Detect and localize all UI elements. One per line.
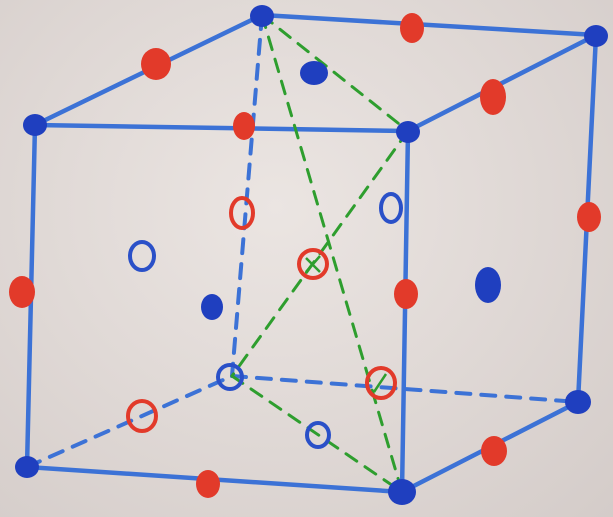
front-right-edge (399, 128, 411, 495)
face-atom (300, 61, 328, 85)
diag-backbottom-to-frontbottom (230, 374, 404, 494)
corner-atoms (15, 5, 608, 505)
edge-atom (141, 48, 171, 80)
edge-atom (481, 436, 507, 466)
overlay-line (305, 255, 321, 273)
top-right-edge (405, 32, 599, 134)
diag-top-to-front-top (260, 13, 410, 133)
edge-atom (400, 13, 424, 43)
green-overlays (305, 255, 388, 393)
edge-atom (9, 276, 35, 308)
hollow-blue-atoms (128, 192, 403, 449)
hollow-atom (379, 192, 403, 224)
edge-atom (480, 79, 506, 115)
edge-atom (394, 279, 418, 309)
edge-center-atoms (9, 13, 601, 498)
hollow-red-atom (126, 399, 158, 433)
face-atom (201, 294, 223, 320)
corner-atom (584, 25, 608, 47)
hollow-atom (305, 421, 331, 449)
solid-edges (24, 12, 599, 495)
corner-atom (23, 114, 47, 136)
hollow-atom (216, 363, 244, 391)
hollow-atom (128, 240, 156, 272)
edge-atom (233, 112, 255, 140)
corner-atom (565, 390, 591, 414)
overlay-line (372, 373, 388, 393)
edge-atom (196, 470, 220, 498)
hollow-red-atom (297, 248, 329, 280)
diag-top-to-front-bottom (260, 13, 404, 494)
hidden-vertical-edge (230, 13, 264, 378)
corner-atom (15, 456, 39, 478)
corner-atom (250, 5, 274, 27)
hollow-red-atom (365, 366, 397, 400)
hidden-bottom-back-edge (230, 374, 580, 404)
top-front-edge (32, 122, 411, 134)
hollow-red-atoms (126, 196, 397, 433)
edge-atom (577, 202, 601, 232)
face-center-atoms (201, 61, 501, 320)
corner-atom (396, 121, 420, 143)
top-back-edge (259, 12, 599, 38)
face-atom (475, 267, 501, 303)
hollow-red-atom (229, 196, 255, 230)
corner-atom (388, 479, 416, 505)
